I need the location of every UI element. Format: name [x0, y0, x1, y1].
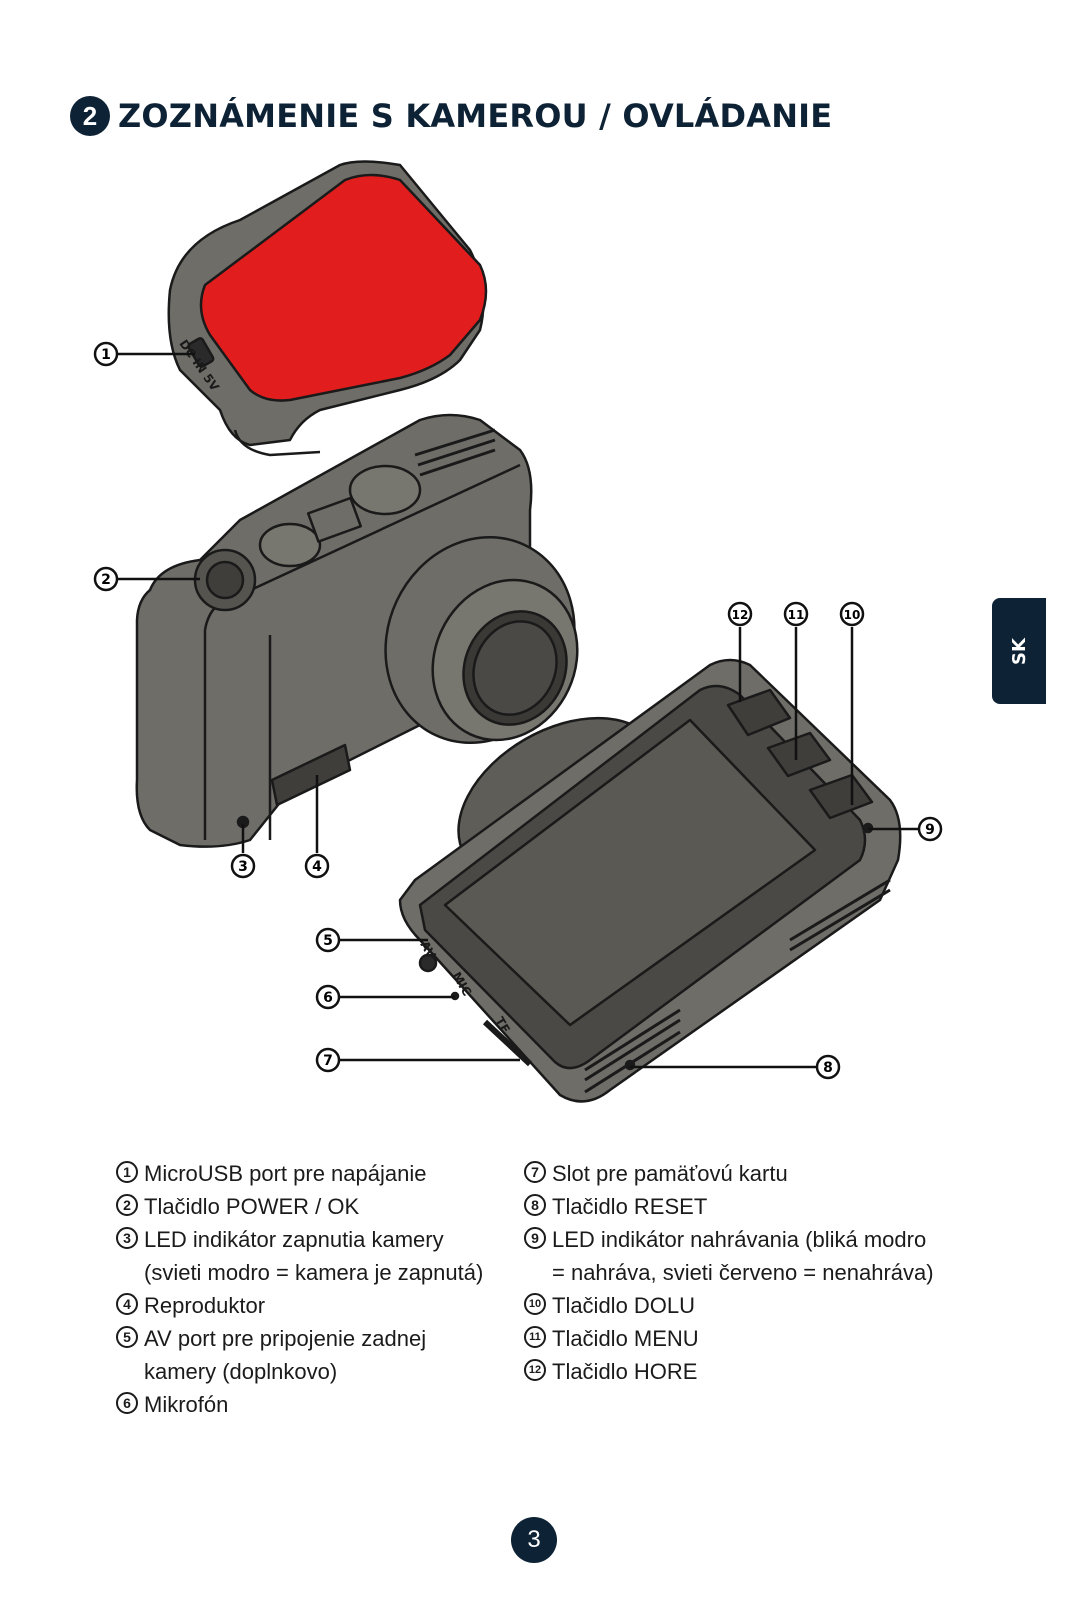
callout-2: 2: [93, 566, 119, 592]
svg-text:6: 6: [323, 990, 333, 1006]
callout-12: 12: [727, 601, 753, 627]
svg-text:1: 1: [101, 347, 111, 363]
svg-text:8: 8: [823, 1060, 833, 1076]
camera-illustration: DC IN 5V: [93, 160, 943, 1103]
callout-1: 1: [93, 341, 119, 367]
section-number-badge: 2: [70, 96, 110, 136]
callout-9: 9: [917, 816, 943, 842]
svg-text:7: 7: [323, 1053, 333, 1069]
language-tab: SK: [992, 598, 1046, 704]
callout-lines: [118, 352, 918, 1069]
callout-6: 6: [315, 984, 341, 1010]
callout-4: 4: [304, 853, 330, 879]
page-number: 3: [511, 1517, 557, 1563]
callout-10: 10: [839, 601, 865, 627]
svg-text:4: 4: [312, 859, 322, 875]
camera-body: [135, 413, 579, 848]
svg-text:2: 2: [101, 572, 111, 588]
callout-7: 7: [315, 1047, 341, 1073]
section-heading: 2 ZOZNÁMENIE S KAMEROU / OVLÁDANIE: [70, 96, 832, 136]
svg-text:3: 3: [238, 859, 248, 875]
callout-11: 11: [783, 601, 809, 627]
svg-text:11: 11: [788, 608, 805, 622]
svg-text:9: 9: [925, 822, 935, 838]
svg-text:10: 10: [844, 608, 861, 622]
windshield-mount: [167, 160, 488, 457]
page-title: ZOZNÁMENIE S KAMEROU / OVLÁDANIE: [118, 97, 833, 135]
svg-text:5: 5: [323, 933, 333, 949]
camera-rear: [398, 658, 902, 1103]
callout-8: 8: [815, 1054, 841, 1080]
svg-text:12: 12: [732, 608, 749, 622]
callout-5: 5: [315, 927, 341, 953]
callout-3: 3: [230, 853, 256, 879]
callout-markers: 1 2 3 4 5 6 7 8 9 10 11 12: [93, 341, 943, 1080]
